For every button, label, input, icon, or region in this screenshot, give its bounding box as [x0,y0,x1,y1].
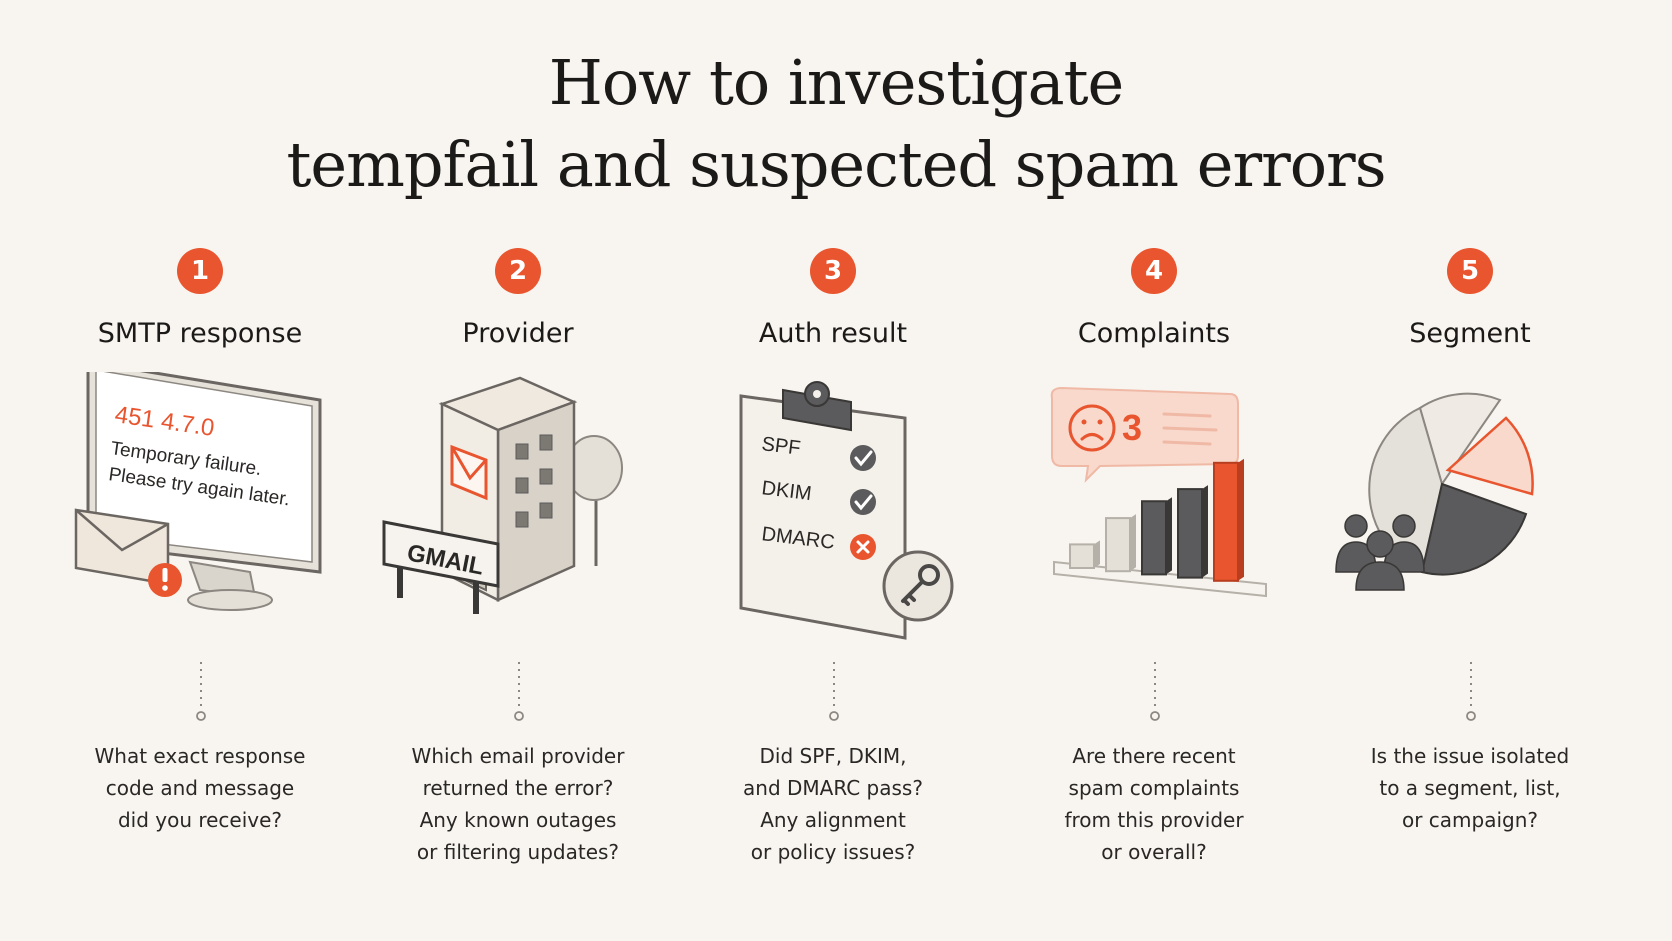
complaint-bar-side [1202,485,1208,578]
question-line: Which email provider [411,744,625,768]
question-line: or filtering updates? [416,840,620,864]
step-heading: SMTP response [97,318,303,349]
pie-chart-icon [1335,392,1534,591]
bar-chart-icon: 3 [1050,386,1267,598]
connector-dots [829,662,839,721]
step-heading: Complaints [1077,318,1231,349]
question-line: spam complaints [1068,776,1240,800]
step-smtp-response: 1 SMTP response 451 4.7.0 Temporary fail… [50,0,350,941]
building-icon: GMAIL [382,376,623,614]
step-question: Which email provider returned the error?… [368,740,668,868]
step-number-badge: 4 [1131,248,1177,294]
check-fail-icon [850,534,876,560]
question-line: Did SPF, DKIM, [759,744,907,768]
step-number-badge: 1 [177,248,223,294]
question-line: or policy issues? [750,840,916,864]
title-line-2: tempfail and suspected spam errors [286,128,1386,201]
mail-icon [450,444,488,501]
question-line: What exact response [94,744,306,768]
question-line: Any alignment [760,808,906,832]
question-line: returned the error? [422,776,614,800]
monitor-icon: 451 4.7.0 Temporary failure. Please try … [74,372,322,611]
step-complaints: 4 Complaints 3 Are there recent [1004,0,1304,941]
question-line: or overall? [1101,840,1207,864]
complaint-bars [1069,458,1244,582]
question-line: did you receive? [117,808,283,832]
complaint-bar [1069,543,1095,569]
step-number-badge: 3 [810,248,856,294]
step-question: Are there recent spam complaints from th… [1004,740,1304,868]
connector-dots [196,662,206,721]
complaint-bar-side [1130,514,1136,572]
connector-dots [1150,662,1160,721]
step-provider: 2 Provider GMAIL [368,0,668,941]
key-icon [882,550,954,622]
complaint-bar-side [1094,540,1100,568]
connector-dots [514,662,524,721]
step-question: Is the issue isolated to a segment, list… [1320,740,1620,836]
complaint-bubble: 3 [1050,386,1239,483]
check-pass-icon [850,445,876,471]
question-line: Are there recent [1072,744,1236,768]
envelope-icon [74,508,170,586]
page-title: How to investigate tempfail and suspecte… [0,42,1672,206]
complaint-bar [1141,500,1167,576]
clipboard-icon: SPF DKIM DMARC [739,381,954,640]
step-number-badge: 5 [1447,248,1493,294]
connector-dots [1466,662,1476,721]
question-line: Any known outages [419,808,617,832]
tree-icon [565,435,623,566]
question-line: Is the issue isolated [1370,744,1570,768]
step-question: Did SPF, DKIM, and DMARC pass? Any align… [683,740,983,868]
question-line: code and message [105,776,295,800]
complaint-bar-side [1166,497,1172,575]
title-line-1: How to investigate [548,46,1124,119]
check-pass-icon [850,489,876,515]
complaint-bar [1177,488,1203,579]
question-line: and DMARC pass? [743,776,923,800]
check-label-spf: SPF [760,433,801,460]
question-line: from this provider [1064,808,1244,832]
step-heading: Segment [1409,318,1531,349]
step-heading: Provider [462,318,574,349]
sad-face-icon [1068,404,1116,452]
complaint-count: 3 [1122,407,1142,448]
step-heading: Auth result [758,318,908,349]
step-question: What exact response code and message did… [50,740,350,836]
question-line: to a segment, list, [1379,776,1561,800]
clip [782,381,852,432]
complaint-bar [1213,461,1239,582]
step-segment: 5 Segment Is the issue isolated to a seg… [1320,0,1620,941]
complaint-bar-side [1238,458,1244,581]
people-icon [1335,514,1425,591]
question-line: or campaign? [1401,808,1539,832]
step-number-badge: 2 [495,248,541,294]
complaint-bar [1105,517,1131,573]
alert-icon [148,563,182,597]
step-auth-result: 3 Auth result SPF DKIM DMARC [683,0,983,941]
